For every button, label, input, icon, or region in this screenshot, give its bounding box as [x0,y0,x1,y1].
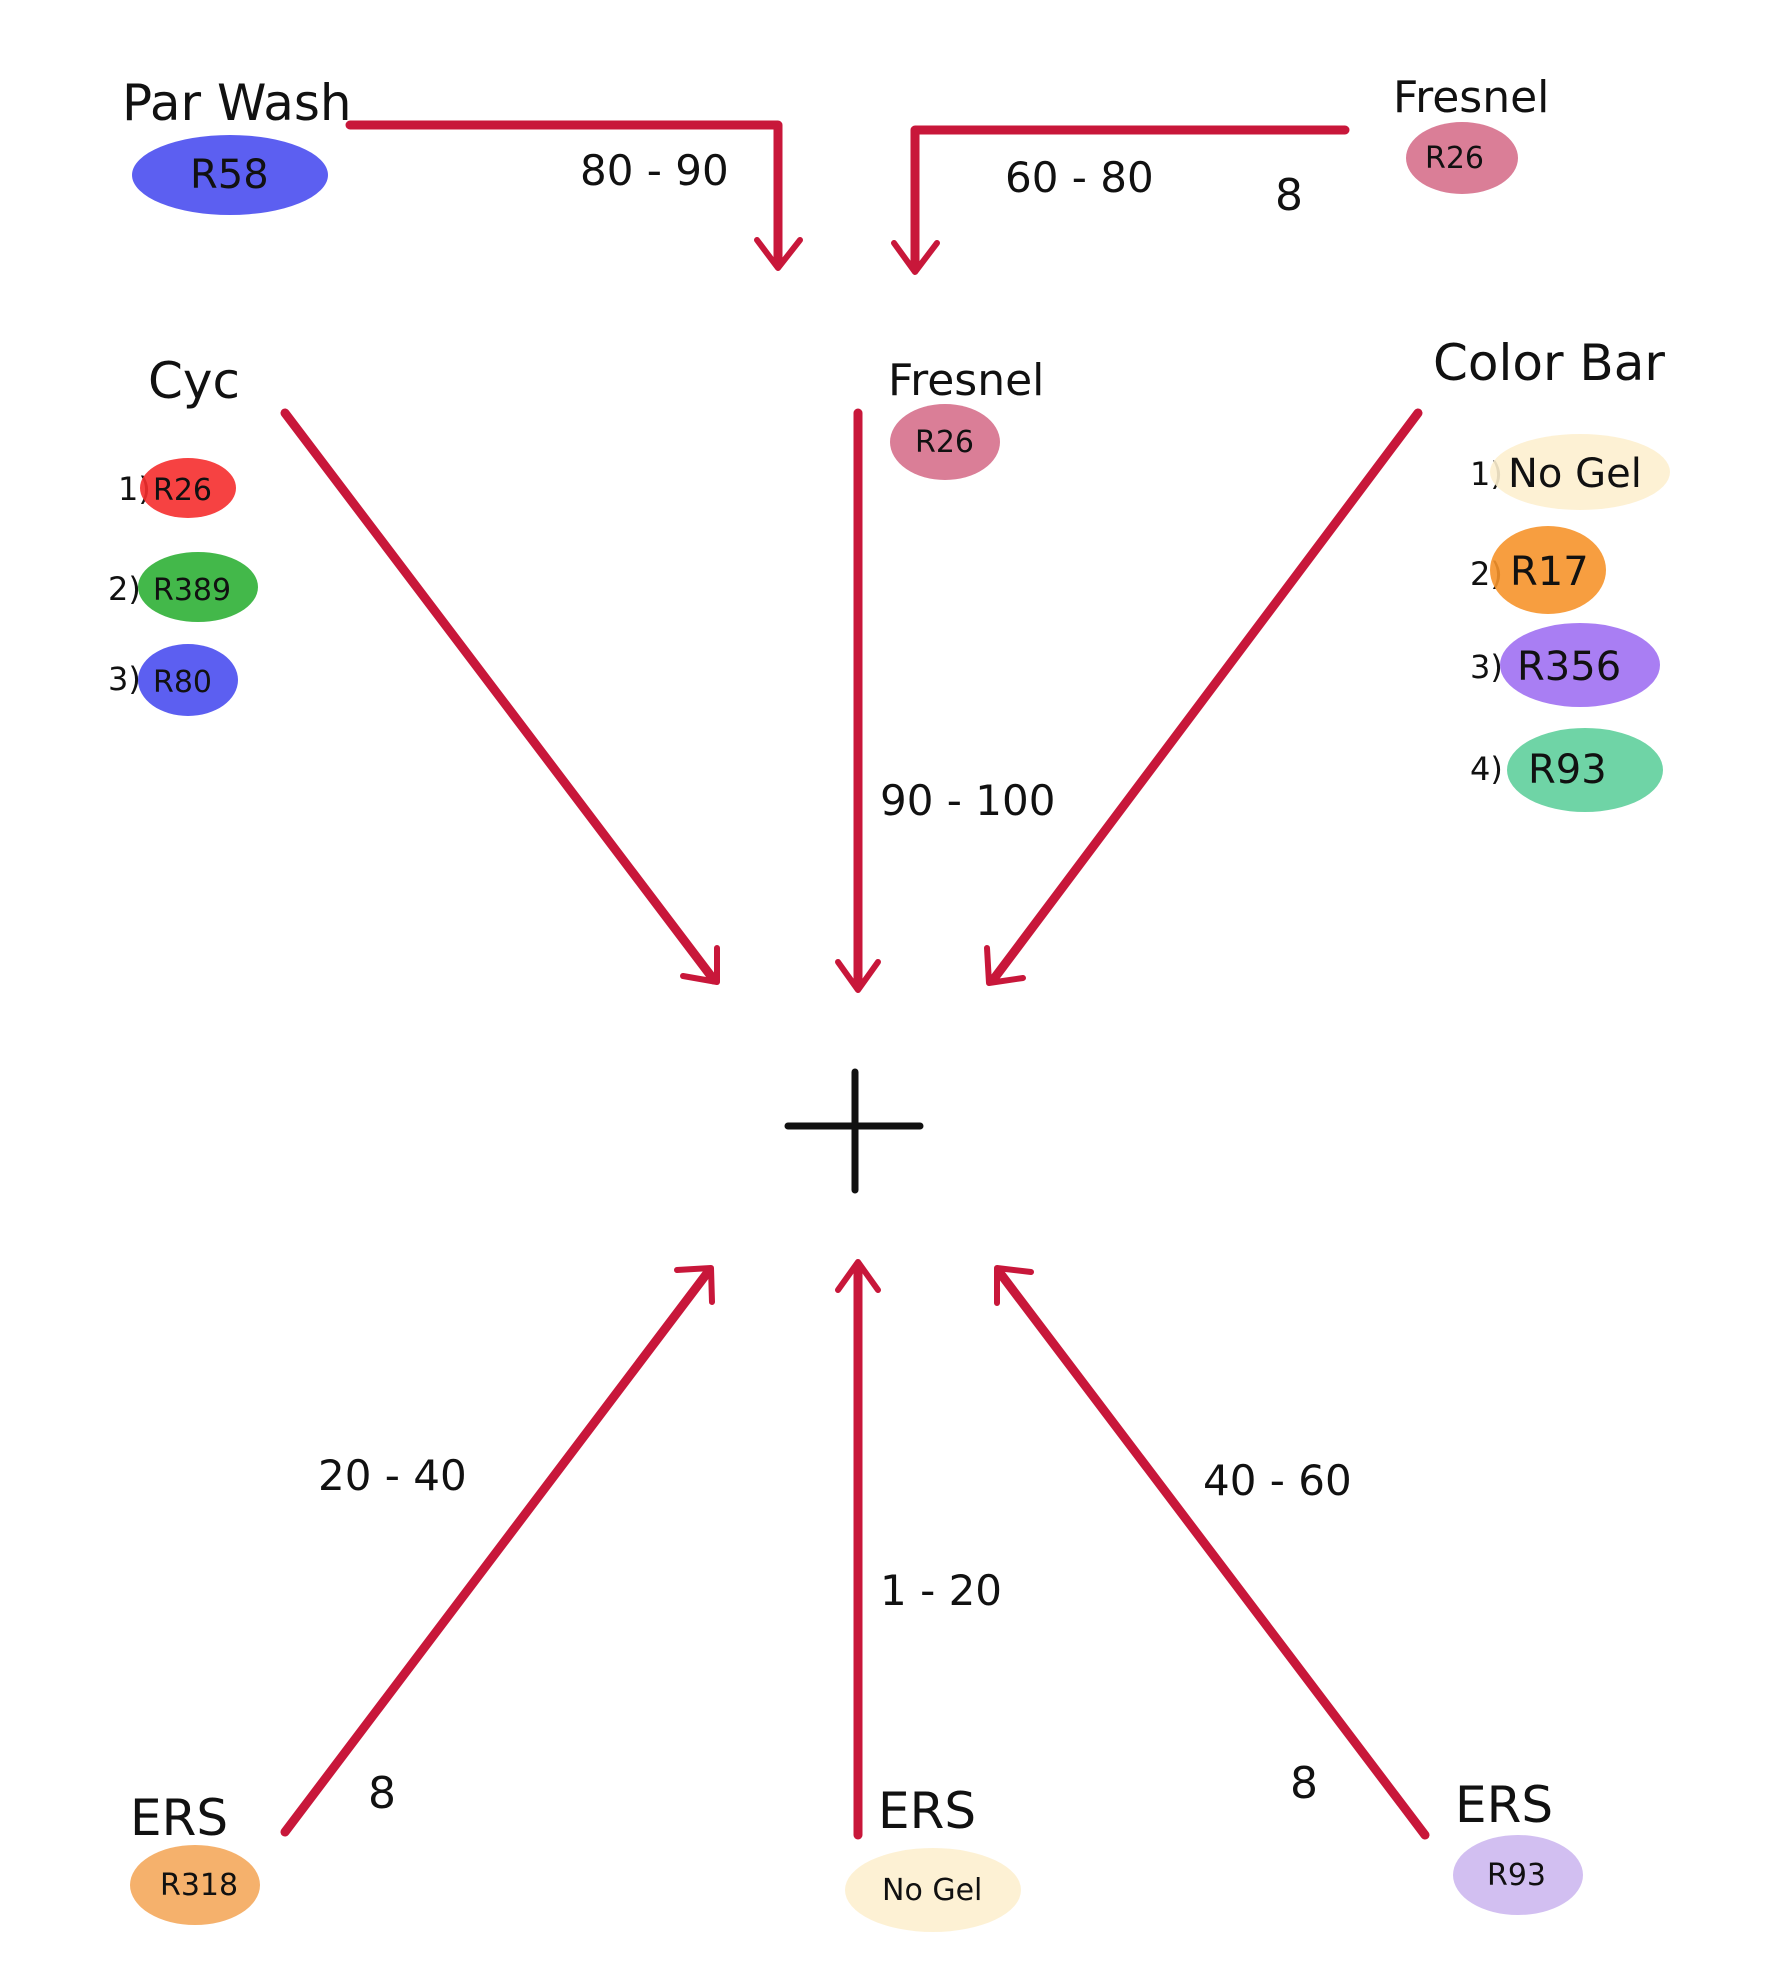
center-fresnel-range: 90 - 100 [880,776,1055,825]
top-fresnel-group: Fresnel R26 60 - 80 8 [1005,72,1549,221]
r318-swatch [130,1845,260,1925]
par-wash-group: Par Wash R58 80 - 90 [122,74,729,215]
arrow-center-fresnel [835,408,881,993]
arrow-ers-left [280,1265,715,1837]
color-bar-gel-4-index: 4) [1470,750,1503,788]
ers-right-count: 8 [1290,1758,1318,1809]
top-r26-label: R26 [1425,141,1484,176]
cyc-gel-2-label: R389 [153,573,231,608]
top-r26-swatch [1406,122,1518,194]
par-wash-title: Par Wash [122,74,352,132]
color-bar-group: Color Bar 1) No Gel 2) R17 3) R356 4) R9… [1433,334,1670,812]
cyc-r389-swatch [138,552,258,622]
cyc-gel-3-label: R80 [153,665,212,700]
r93-swatch [1507,728,1663,812]
arrow-cyc [280,408,720,985]
arrow-ers-center [835,1259,881,1840]
ers-left-group: 20 - 40 8 ERS R318 [130,1451,467,1925]
r17-swatch [1490,526,1606,614]
par-wash-range: 80 - 90 [580,146,729,195]
top-fresnel-range: 60 - 80 [1005,153,1154,202]
ers-left-title: ERS [130,1789,228,1847]
center-fresnel-group: Fresnel R26 90 - 100 [880,355,1055,825]
cyc-title: Cyc [148,352,240,410]
ers-center-title: ERS [878,1782,976,1840]
color-bar-gel-4-label: R93 [1528,747,1607,793]
no-gel-swatch [1490,434,1670,510]
cyc-gel-2-index: 2) [108,570,141,608]
color-bar-gel-3-index: 3) [1470,648,1503,686]
color-bar-gel-3-label: R356 [1517,644,1621,690]
r58-label: R58 [190,152,269,198]
ers-left-count: 8 [368,1768,396,1819]
ers-right-gel: R93 [1487,1858,1546,1893]
ers-left-range: 20 - 40 [318,1451,467,1500]
center-r26-label: R26 [915,425,974,460]
arrow-top-fresnel [891,125,1350,275]
color-bar-gel-2-label: R17 [1510,549,1589,595]
top-fresnel-title: Fresnel [1393,72,1549,123]
crosshair-icon [784,1068,924,1194]
top-fresnel-count: 8 [1275,170,1303,221]
ers-center-group: 1 - 20 ERS No Gel [845,1566,1021,1932]
r58-swatch [132,135,328,215]
ers-left-gel: R318 [160,1868,238,1903]
ers-right-group: 40 - 60 8 ERS R93 [1203,1456,1583,1915]
center-r26-swatch [890,404,1000,480]
arrow-par-wash [345,120,803,271]
color-bar-title: Color Bar [1433,334,1665,392]
cyc-gel-3-index: 3) [108,660,141,698]
ers-right-title: ERS [1455,1776,1553,1834]
arrow-ers-right [994,1265,1430,1840]
ers-no-gel-swatch [845,1848,1021,1932]
ers-center-range: 1 - 20 [880,1566,1002,1615]
cyc-r26-swatch [140,458,236,518]
ers-right-range: 40 - 60 [1203,1456,1352,1505]
cyc-group: Cyc 1) R26 2) R389 3) R80 [108,352,258,716]
color-bar-gel-1-label: No Gel [1508,451,1642,497]
cyc-r80-swatch [138,644,238,716]
cyc-gel-1-label: R26 [153,473,212,508]
center-fresnel-title: Fresnel [888,355,1044,406]
arrow-color-bar [984,408,1423,986]
ers-center-gel: No Gel [882,1873,982,1908]
r93-lilac-swatch [1453,1835,1583,1915]
r356-swatch [1500,623,1660,707]
